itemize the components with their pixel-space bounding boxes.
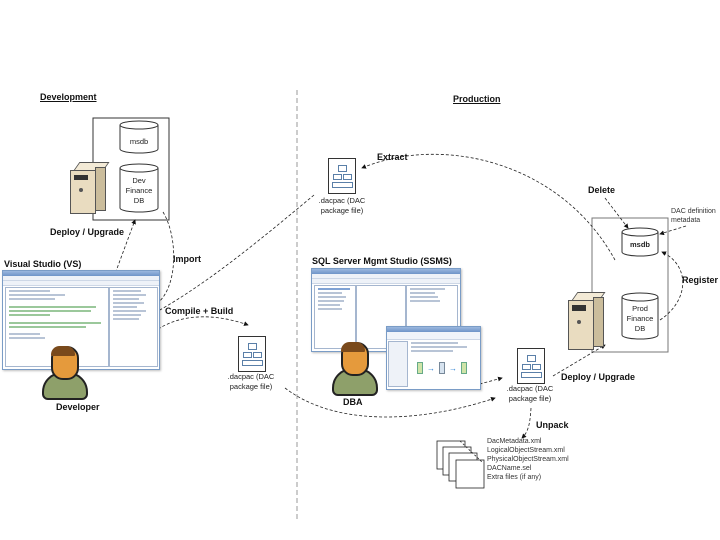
dev-deploy-upgrade-label: Deploy / Upgrade [50,227,125,237]
delete-label: Delete [588,185,616,195]
development-heading: Development [40,92,97,102]
dev-to-prod-dacpac-arrow [284,387,496,418]
extract-import-line [144,194,315,319]
unpacked-file-list: DacMetadata.xml LogicalObjectStream.xml … [487,437,569,482]
unpacked-file: PhysicalObjectStream.xml [487,456,569,463]
prod-msdb-cylinder [621,227,659,257]
production-heading: Production [453,94,501,104]
ssms-title: SQL Server Mgmt Studio (SSMS) [312,256,452,266]
dac-wizard-screenshot: → → [386,326,481,390]
unpacked-file: DACName.sel [487,465,532,472]
developer-label: Developer [56,402,100,412]
dev-finance-db-cylinder [119,163,159,213]
dev-dacpac-file-icon [238,336,266,372]
unpacked-files-stack [436,440,485,489]
visual-studio-title: Visual Studio (VS) [4,259,82,269]
dba-person-icon [330,340,378,396]
prod-finance-db-cylinder [621,292,659,340]
prod-server-box [591,217,669,353]
prod-finance-db-label: Prod Finance DB [626,304,654,333]
unpack-label: Unpack [536,420,569,430]
import-label: Import [173,254,201,264]
dba-label: DBA [343,397,363,407]
extract-arrow [361,153,616,261]
delete-arrow [604,197,629,229]
developer-person-icon [40,344,88,400]
unpack-arrow [521,407,532,439]
dev-msdb-label: msdb [129,137,149,146]
dev-server-tower-icon [70,162,110,214]
extract-label: Extract [377,152,408,162]
dev-finance-db-label: Dev Finance DB [125,176,153,205]
extract-dacpac-caption: .dacpac (DAC package file) [318,196,366,215]
deploy-arrow-prod [552,344,606,377]
prod-server-tower-icon [568,292,606,352]
register-arrow [659,251,684,321]
dev-msdb-cylinder [119,120,159,154]
prod-deploy-upgrade-label: Deploy / Upgrade [561,372,636,382]
metadata-arrow [659,225,687,236]
dac-definition-metadata-label: DAC definition metadata [671,208,716,224]
dev-dacpac-caption: .dacpac (DAC package file) [227,372,275,391]
extract-dacpac-file-icon [328,158,356,194]
compile-build-label: Compile + Build [165,306,234,316]
prod-msdb-label: msdb [629,240,650,249]
unpacked-file: Extra files (if any) [487,474,542,481]
unpacked-file: DacMetadata.xml [487,438,542,445]
compile-build-arrow [149,316,249,336]
visual-studio-screenshot [2,270,160,370]
register-label: Register [682,275,719,285]
prod-dacpac-file-icon [517,348,545,384]
prod-dacpac-caption: .dacpac (DAC package file) [506,384,554,403]
unpacked-file: LogicalObjectStream.xml [487,447,565,454]
